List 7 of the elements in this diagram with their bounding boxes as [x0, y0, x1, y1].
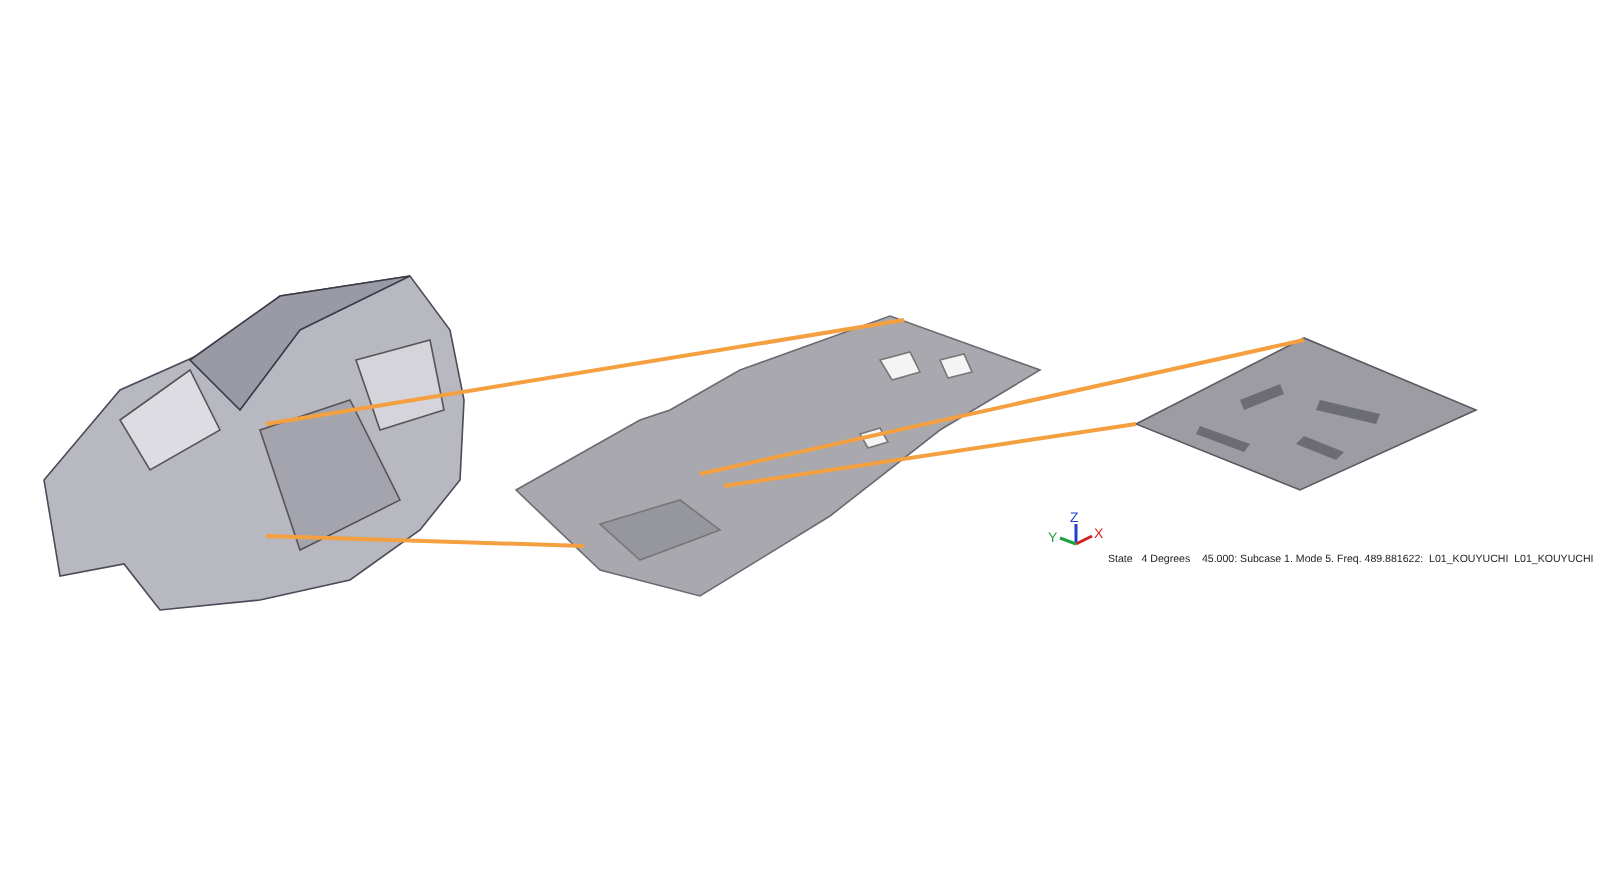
car-body-drawing — [43, 275, 465, 611]
leader-line — [265, 534, 585, 548]
leader-line — [265, 318, 905, 426]
floor-panel-drawing — [514, 315, 1042, 597]
leader-line — [699, 338, 1305, 476]
panel-drawing — [1134, 337, 1478, 491]
leader-line — [723, 422, 1137, 488]
